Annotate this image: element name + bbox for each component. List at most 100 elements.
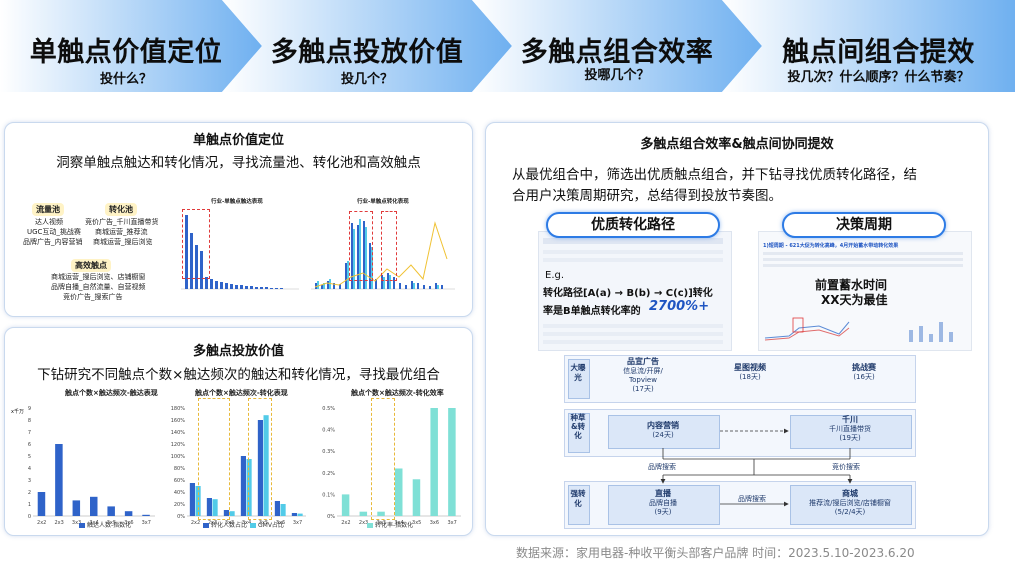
flow-node-star-video: 星图视频 (18天): [734, 363, 766, 381]
pool-tag-conversion: 转化池: [105, 203, 137, 216]
pool-tag-efficient: 高效触点: [71, 259, 111, 272]
flow-node-mall: [790, 485, 912, 525]
rhythm-flow-diagram: 大曝光 种草&转化 强转化 品宣广告 信息流/开屏/ Topview (17天)…: [564, 355, 916, 529]
bar: [206, 498, 212, 516]
y-tick-label: 160%: [171, 418, 186, 424]
path-text: 率是B单触点转化率的: [543, 306, 641, 317]
x-tick-label: 3x6: [276, 520, 285, 526]
edge-label: 品牌搜索: [738, 495, 766, 503]
bar: [291, 513, 297, 516]
bar: [297, 513, 303, 516]
y-tick-label: 140%: [171, 430, 186, 436]
bar: [263, 415, 269, 516]
y-tick-label: 3: [28, 478, 31, 484]
panel-single-touchpoint: 单触点价值定位 洞察单触点触达和转化情况，寻找流量池、转化池和高效触点 流量池 …: [4, 122, 473, 317]
bar: [37, 492, 46, 516]
bar: [395, 468, 403, 516]
bar: [107, 506, 115, 516]
decision-cycle-figure: 1)短周期 - 621大促为转化高峰，4月开始蓄水带动转化效果 前置蓄水时间 X…: [758, 231, 972, 351]
y-tick-label: 80%: [174, 466, 185, 472]
flow-node-content-marketing: [608, 415, 720, 449]
step-chevron-2: 多触点投放价值 投几个？: [222, 0, 512, 92]
flow-node-challenge: 挑战赛 (16天): [852, 363, 876, 381]
chart-title: 行业-单触点触达表现: [211, 199, 263, 205]
step-chevron-1: 单触点价值定位 投什么？: [0, 0, 262, 92]
row-label-text: 种草&转化: [570, 413, 586, 440]
edge-label: 竞价搜索: [832, 463, 860, 471]
y-tick-label: 0%: [177, 514, 185, 520]
y-tick-label: 2: [28, 490, 31, 496]
pool-item: 品牌自播_自然流量、自营视频: [51, 283, 146, 291]
panel-description: 从最优组合中，筛选出优质触点组合，并下钻寻找优质转化路径，结: [512, 167, 917, 183]
bar: [280, 504, 286, 516]
flow-node-text: 直播 品牌自播 (9天): [649, 489, 677, 516]
highlight-box: [371, 398, 395, 520]
x-tick-label: 3x5: [259, 520, 268, 526]
bar: [246, 459, 252, 516]
legend-item: GMV占比: [250, 520, 284, 529]
bar: [257, 420, 263, 516]
flow-node-qianchuan: [790, 415, 912, 449]
y-tick-label: 180%: [171, 406, 186, 412]
pool-item: 品牌广告_内容营销: [23, 238, 83, 246]
flow-node-text: 内容营销 (24天): [647, 421, 679, 439]
bar: [229, 511, 235, 516]
multi-efficiency-chart: 触点个数×触达频次-转化效率 0%0.1%0.2%0.3%0.4%0.5%2x2…: [315, 386, 465, 532]
path-text: 转化路径[A(a) → B(b) → C(c)]转化: [543, 288, 713, 299]
y-tick-label: 0.1%: [322, 492, 335, 498]
bar: [212, 499, 218, 516]
chart-title: 触点个数×触达频次-转化表现: [195, 389, 288, 397]
y-tick-label: 9: [28, 406, 31, 412]
x-tick-label: 2x3: [208, 520, 217, 526]
bar: [240, 456, 246, 516]
highlight-box: [349, 211, 373, 281]
x-tick-label: 3x3: [225, 520, 234, 526]
x-tick-label: 2x3: [359, 520, 368, 526]
bar: [189, 483, 195, 516]
bar: [55, 444, 63, 516]
flow-node-live: [608, 485, 720, 525]
pool-item: 商城运营_搜后浏览、店铺橱窗: [51, 273, 146, 281]
x-tick-label: 3x7: [447, 520, 456, 526]
x-tick-label: 3x3: [72, 520, 81, 526]
y-tick-label: 6: [28, 442, 31, 448]
y-tick-label: 0.3%: [322, 449, 335, 455]
y-tick-label: 20%: [174, 502, 185, 508]
y-tick-label: 7: [28, 430, 31, 436]
y-tick-label: 120%: [171, 442, 186, 448]
row-label-conversion: [568, 485, 590, 525]
bar: [341, 494, 350, 516]
single-conversion-chart: 行业-单触点转化表现: [305, 197, 465, 307]
bar: [223, 510, 229, 516]
step-title: 单触点价值定位: [29, 37, 223, 68]
pool-item: 商城运营_推荐流: [95, 228, 148, 236]
pill-conversion-path: 优质转化路径: [546, 212, 720, 238]
chart-title: 行业-单触点转化表现: [357, 199, 409, 205]
bar: [430, 408, 438, 516]
cycle-conclusion: XX天为最佳: [821, 293, 888, 307]
x-tick-label: 2x2: [37, 520, 46, 526]
y-tick-label: 60%: [174, 478, 185, 484]
x-tick-label: 3x3: [377, 520, 386, 526]
panel-description: 下钻研究不同触点个数×触达频次的触达和转化情况，寻找最优组合: [37, 367, 440, 383]
step-subtitle: 投几个？: [340, 72, 393, 87]
legend-item: 转化人数占比: [203, 520, 247, 529]
legend-item: 触达人数-指数化: [79, 520, 131, 529]
highlight-box: [381, 211, 397, 281]
x-tick-label: 3x6: [430, 520, 439, 526]
x-tick-label: 3x7: [142, 520, 151, 526]
row-label-text: 大曝光: [570, 363, 586, 382]
step-chevron-4: 触点间组合提效 投几次？什么顺序？什么节奏？: [722, 0, 1015, 92]
single-reach-chart: 行业-单触点触达表现: [171, 197, 301, 307]
bar: [274, 501, 280, 516]
y-tick-label: 0%: [327, 514, 335, 520]
step-title: 多触点投放价值: [270, 37, 464, 68]
panel-description: 洞察单触点触达和转化情况，寻找流量池、转化池和高效触点: [56, 155, 421, 171]
bar: [142, 514, 150, 516]
bar: [90, 496, 98, 516]
y-tick-label: 5: [28, 454, 31, 460]
pill-decision-cycle: 决策周期: [782, 212, 946, 238]
